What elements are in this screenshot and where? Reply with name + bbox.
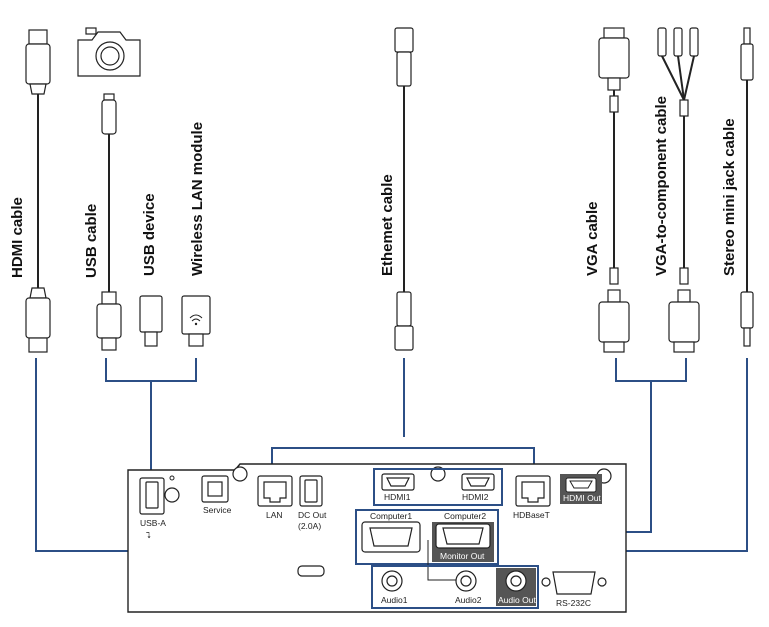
- computer-input-group-frame: [355, 509, 499, 565]
- lan-port[interactable]: [257, 475, 293, 507]
- usb-device-illustration: [139, 295, 163, 347]
- panel-slot: [297, 565, 325, 577]
- hdmi-cable-label: HDMI cable: [9, 197, 26, 278]
- monitor-out-port-label: Monitor Out: [440, 551, 485, 561]
- audio1-port-label: Audio1: [381, 595, 408, 605]
- hdmi1-port[interactable]: [381, 473, 415, 491]
- computer1-port[interactable]: [361, 521, 421, 553]
- audio2-port[interactable]: [455, 570, 477, 592]
- service-port-label: Service: [203, 505, 232, 515]
- hdmi-out-port-label: HDMI Out: [563, 493, 601, 503]
- vga-to-component-cable-label: VGA-to-component cable: [653, 96, 670, 276]
- stereo-mini-jack-cable-label: Stereo mini jack cable: [721, 118, 738, 276]
- stereo-mini-jack-cable-illustration: [740, 27, 754, 347]
- vga-cable-illustration: [598, 27, 630, 353]
- dc-out-port-label: DC Out: [298, 510, 327, 520]
- usb-a-symbol: ⮧: [146, 530, 151, 540]
- computer1-port-label: Computer1: [370, 511, 412, 521]
- rs232c-port-label: RS-232C: [556, 598, 591, 608]
- vga-cable-label: VGA cable: [584, 202, 601, 276]
- hdmi-out-port[interactable]: [560, 474, 602, 504]
- hdbaset-port-label: HDBaseT: [513, 510, 550, 520]
- usb-a-port-label: USB-A: [140, 518, 166, 528]
- ethernet-cable-label: Ethemet cable: [379, 174, 396, 276]
- audio-out-port-label: Audio Out: [498, 595, 536, 605]
- usb-device-label: USB device: [141, 193, 158, 276]
- usb-cable-illustration: [96, 93, 122, 351]
- hdmi-input-group-frame: [373, 468, 503, 506]
- hdmi2-port-label: HDMI2: [462, 492, 489, 502]
- wireless-lan-module-label: Wireless LAN module: [189, 122, 206, 276]
- ethernet-cable-illustration: [394, 27, 414, 351]
- screw-icon: [430, 466, 446, 482]
- dc-out-rating-label: (2.0A): [298, 521, 321, 531]
- hdbaset-port[interactable]: [515, 475, 551, 507]
- service-port[interactable]: [201, 475, 229, 503]
- panel-divider-line: [427, 540, 466, 581]
- computer2-port[interactable]: [432, 522, 494, 562]
- lan-port-label: LAN: [266, 510, 283, 520]
- vga-to-component-cable-illustration: [657, 27, 700, 353]
- hdmi-cable-illustration: [25, 29, 51, 353]
- audio1-port[interactable]: [381, 570, 403, 592]
- audio2-port-label: Audio2: [455, 595, 482, 605]
- rs232c-port[interactable]: [541, 571, 607, 595]
- wireless-lan-module-illustration: [181, 295, 211, 347]
- audio-group-frame: [371, 565, 539, 609]
- hdmi1-port-label: HDMI1: [384, 492, 411, 502]
- usb-cable-label: USB cable: [83, 204, 100, 278]
- usb-a-port[interactable]: [139, 475, 180, 515]
- hdmi2-port[interactable]: [461, 473, 495, 491]
- computer2-port-label: Computer2: [444, 511, 486, 521]
- screw-icon: [232, 466, 248, 482]
- audio-out-port[interactable]: [496, 568, 536, 606]
- dc-out-port[interactable]: [299, 475, 323, 507]
- camera-icon: [77, 27, 141, 77]
